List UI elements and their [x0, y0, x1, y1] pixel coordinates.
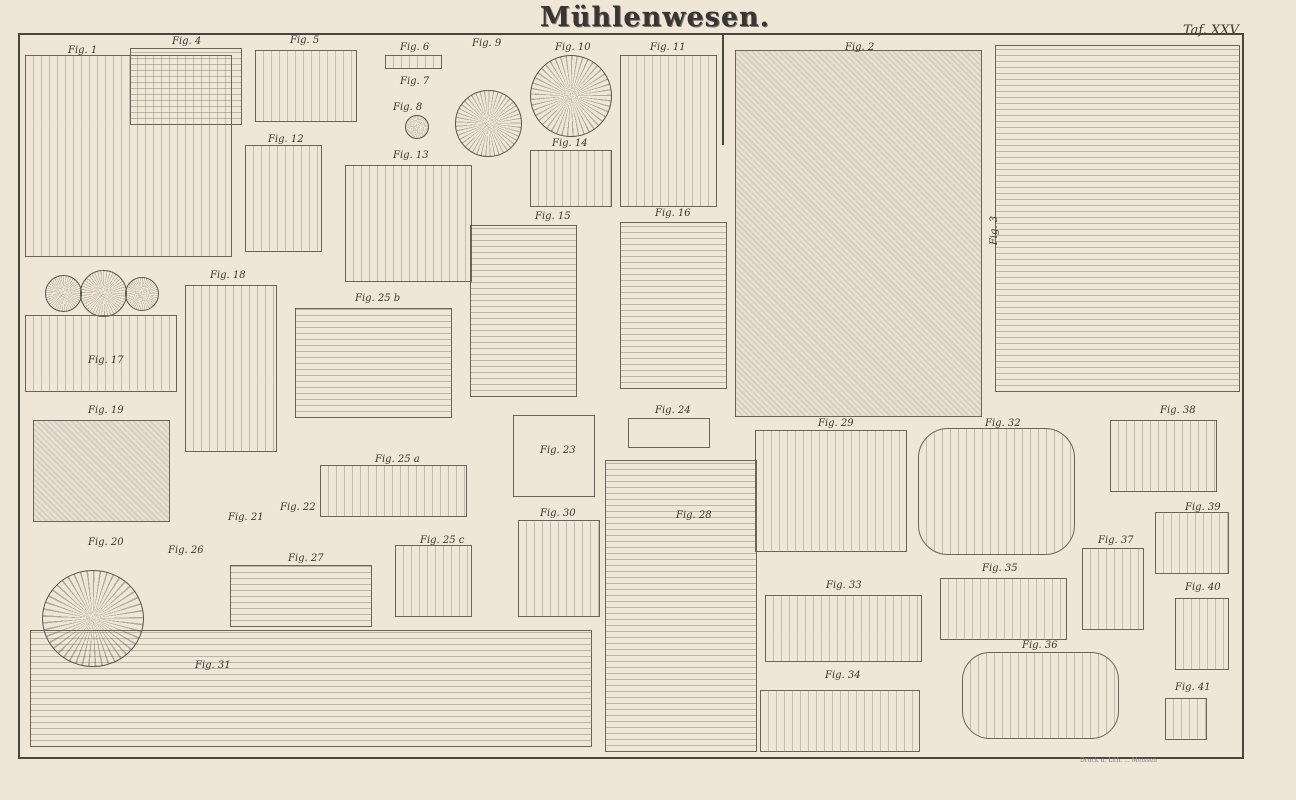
drawing-fig20 [42, 570, 144, 667]
figure-label: Fig. 13 [393, 150, 429, 161]
drawing-fig31 [30, 630, 592, 747]
drawing-fig27 [230, 565, 372, 627]
drawing-fig5 [255, 50, 357, 122]
figure-label: Fig. 3 [989, 215, 1001, 246]
drawing-fig10 [530, 55, 612, 137]
drawing-fig39 [1155, 512, 1229, 574]
drawing-fig3 [995, 45, 1240, 392]
figure-label: Fig. 25 c [420, 535, 465, 546]
drawing-fig35 [940, 578, 1067, 640]
figure-label: Fig. 24 [655, 405, 691, 416]
drawing-fig2 [735, 50, 982, 417]
drawing-fig29 [755, 430, 907, 552]
figure-label: Fig. 7 [400, 76, 430, 87]
figure-label: Fig. 22 [280, 502, 316, 513]
figure-label: Fig. 38 [1160, 405, 1196, 416]
printer-credit: Druck u. Lith. ... Meissen [1080, 757, 1157, 764]
figure-label: Fig. 25 a [375, 454, 420, 465]
drawing-fig17 [25, 315, 177, 392]
figure-label: Fig. 12 [268, 134, 304, 145]
drawing-fig28 [605, 460, 757, 752]
figure-label: Fig. 25 b [355, 293, 401, 304]
figure-label: Fig. 35 [982, 563, 1018, 574]
figure-label: Fig. 23 [540, 445, 576, 456]
drawing-fig25c [395, 545, 472, 617]
figure-label: Fig. 18 [210, 270, 246, 281]
figure-label: Fig. 34 [825, 670, 861, 681]
figure-label: Fig. 8 [393, 102, 423, 113]
figure-label: Fig. 32 [985, 418, 1021, 429]
drawing-fig19 [33, 420, 170, 522]
drawing-fig33 [765, 595, 922, 662]
figure-label: Fig. 39 [1185, 502, 1221, 513]
figure-label: Fig. 10 [555, 42, 591, 53]
drawing-fig4 [130, 48, 242, 125]
drawing-fig6 [385, 55, 442, 69]
drawing-fig18 [185, 285, 277, 452]
figure-label: Fig. 16 [655, 208, 691, 219]
drawing-fig17-gear [45, 275, 82, 312]
figure-label: Fig. 37 [1098, 535, 1134, 546]
figure-label: Fig. 20 [88, 537, 124, 548]
figure-label: Fig. 26 [168, 545, 204, 556]
drawing-fig17-gear [125, 277, 159, 311]
figure-label: Fig. 4 [172, 36, 202, 47]
drawing-fig17-gear [80, 270, 127, 317]
divider [722, 35, 724, 145]
figure-label: Fig. 14 [552, 138, 588, 149]
figure-label: Fig. 29 [818, 418, 854, 429]
plate-frame [18, 33, 1244, 759]
drawing-fig23 [513, 415, 595, 497]
figure-label: Fig. 27 [288, 553, 324, 564]
figure-label: Fig. 30 [540, 508, 576, 519]
drawing-fig13 [345, 165, 472, 282]
figure-label: Fig. 36 [1022, 640, 1058, 651]
drawing-fig32 [918, 428, 1075, 555]
drawing-fig36 [962, 652, 1119, 739]
drawing-fig24 [628, 418, 710, 448]
figure-label: Fig. 6 [400, 42, 430, 53]
figure-label: Fig. 15 [535, 211, 571, 222]
drawing-fig30 [518, 520, 600, 617]
drawing-fig25b [295, 308, 452, 418]
figure-label: Fig. 17 [88, 355, 124, 366]
figure-label: Fig. 1 [68, 45, 98, 56]
figure-label: Fig. 2 [845, 42, 875, 53]
drawing-fig38 [1110, 420, 1217, 492]
drawing-fig12 [245, 145, 322, 252]
drawing-fig8 [405, 115, 429, 139]
figure-label: Fig. 21 [228, 512, 264, 523]
drawing-fig15 [470, 225, 577, 397]
figure-label: Fig. 11 [650, 42, 686, 53]
figure-label: Fig. 40 [1185, 582, 1221, 593]
drawing-fig41 [1165, 698, 1207, 740]
drawing-fig14 [530, 150, 612, 207]
drawing-fig11 [620, 55, 717, 207]
drawing-fig16 [620, 222, 727, 389]
drawing-fig40 [1175, 598, 1229, 670]
figure-label: Fig. 5 [290, 35, 320, 46]
figure-label: Fig. 31 [195, 660, 231, 671]
figure-label: Fig. 28 [676, 510, 712, 521]
drawing-fig37 [1082, 548, 1144, 630]
drawing-fig25a [320, 465, 467, 517]
drawing-fig34 [760, 690, 920, 752]
plate-title: Mühlenwesen. [540, 2, 771, 33]
drawing-fig9 [455, 90, 522, 157]
figure-label: Fig. 9 [472, 38, 502, 49]
figure-label: Fig. 33 [826, 580, 862, 591]
figure-label: Fig. 19 [88, 405, 124, 416]
figure-label: Fig. 41 [1175, 682, 1211, 693]
drawing-fig1 [25, 55, 232, 257]
